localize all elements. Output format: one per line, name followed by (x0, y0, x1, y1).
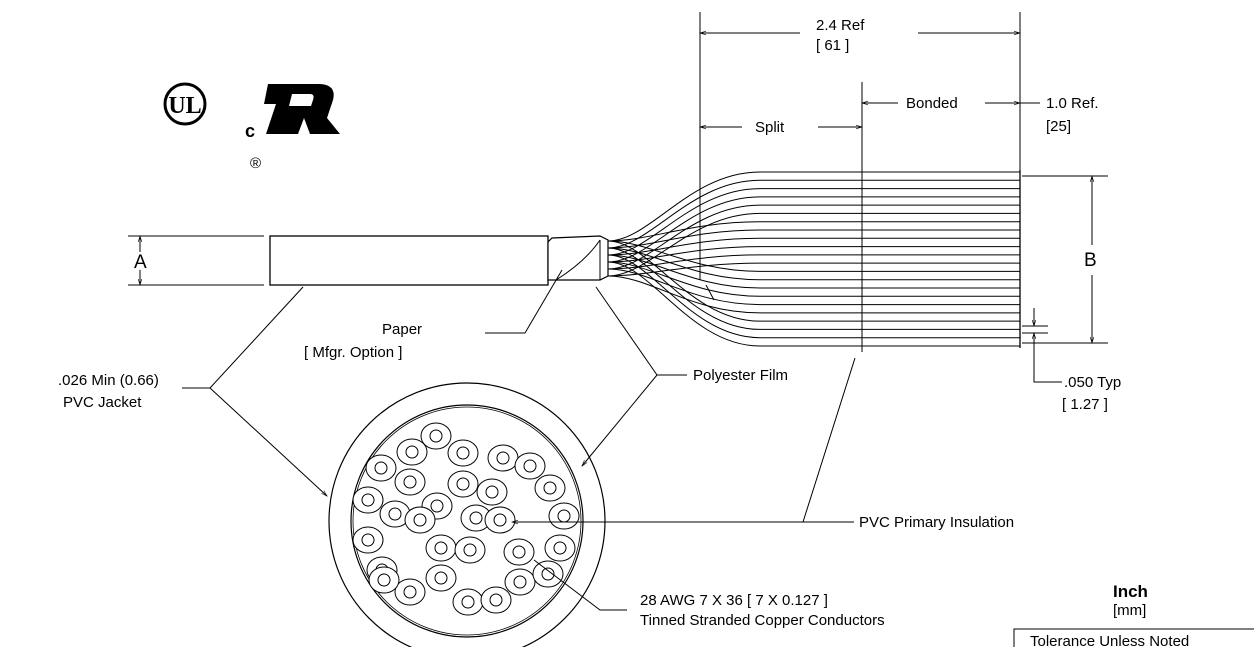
dimension-split: Split (698, 119, 864, 136)
svg-text:PVC Primary Insulation: PVC Primary Insulation (859, 514, 1014, 531)
conductor-core (456, 446, 470, 460)
svg-text:Polyester Film: Polyester Film (693, 367, 788, 384)
conductor-core (374, 461, 388, 475)
conductor-line (607, 221, 1020, 242)
conductor-core (557, 509, 571, 523)
conductor-core (388, 507, 402, 521)
conductor-core (430, 499, 444, 513)
conductor-core (429, 429, 443, 443)
conductor-line (607, 254, 1020, 339)
svg-text:1.0 Ref.: 1.0 Ref. (1046, 95, 1099, 112)
conductor-core (403, 585, 417, 599)
conductor-line (607, 240, 1020, 322)
conductor-core (469, 511, 483, 525)
dimension-a: A (134, 234, 147, 287)
dimension-pitch: .050 Typ [ 1.27 ] (1022, 308, 1121, 413)
conductor-line (607, 268, 1020, 306)
units-block: Inch [mm] Tolerance Unless Noted (1013, 582, 1254, 647)
cable-side-view (128, 170, 1021, 348)
svg-text:UL: UL (168, 93, 201, 119)
cable-cross-section (328, 382, 606, 647)
svg-text:.050 Typ: .050 Typ (1064, 374, 1121, 391)
conductor-core (523, 459, 537, 473)
conductor-line (607, 204, 1020, 270)
conductor-line (607, 246, 1020, 263)
svg-text:[ Mfgr. Option ]: [ Mfgr. Option ] (304, 344, 402, 361)
conductor-line (607, 275, 1020, 314)
ul-logo: UL (163, 82, 207, 126)
conductor-core (489, 593, 503, 607)
tolerance-box (1013, 628, 1254, 647)
conductor-core (461, 595, 475, 609)
conductor-core (485, 485, 499, 499)
svg-text:[mm]: [mm] (1113, 602, 1146, 619)
conductor-core (434, 541, 448, 555)
conductor-core (403, 475, 417, 489)
svg-text:.026 Min (0.66): .026 Min (0.66) (58, 372, 159, 389)
svg-text:Tinned Stranded Copper Conduct: Tinned Stranded Copper Conductors (640, 612, 885, 629)
conductor-core (493, 513, 507, 527)
conductor-core (543, 481, 557, 495)
conductor-core (512, 545, 526, 559)
conductor-core (413, 513, 427, 527)
conductor-core (456, 477, 470, 491)
callout-polyester: Polyester Film (581, 286, 788, 467)
svg-text:PVC Jacket: PVC Jacket (63, 394, 142, 411)
svg-text:28 AWG 7 X 36 [ 7 X 0.127 ]: 28 AWG 7 X 36 [ 7 X 0.127 ] (640, 592, 828, 609)
conductor-core (361, 493, 375, 507)
svg-text:Split: Split (755, 119, 785, 136)
svg-text:[25]: [25] (1046, 118, 1071, 135)
conductor-group (352, 422, 580, 616)
conductor-line (607, 229, 1020, 249)
conductor-core (434, 571, 448, 585)
cru-c-mark: c (245, 121, 255, 141)
conductor-core (553, 541, 567, 555)
callout-paper: Paper [ Mfgr. Option ] (304, 269, 563, 361)
conductor-line (607, 212, 1020, 277)
callout-conductor: 28 AWG 7 X 36 [ 7 X 0.127 ] Tinned Stran… (533, 559, 885, 629)
svg-text:2.4 Ref: 2.4 Ref (816, 17, 865, 34)
conductor-line (607, 262, 1020, 277)
svg-text:Inch: Inch (1113, 582, 1148, 601)
conductor-core (541, 567, 555, 581)
conductor-line (607, 254, 1020, 270)
conductor-core (496, 451, 510, 465)
conductor-line (607, 196, 1020, 263)
conductor-line (607, 240, 1020, 272)
conductor-line (607, 247, 1020, 330)
conductor-core (513, 575, 527, 589)
split-tick (705, 284, 715, 301)
pvc-jacket (269, 235, 549, 286)
svg-text:B: B (1084, 250, 1097, 271)
cru-logo: c ® (245, 84, 340, 172)
conductor-line (607, 171, 1020, 242)
svg-text:Paper: Paper (382, 321, 422, 338)
svg-text:[ 61 ]: [ 61 ] (816, 37, 849, 54)
registered-mark: ® (250, 155, 261, 172)
svg-text:A: A (134, 252, 147, 273)
conductor-core (405, 445, 419, 459)
dimension-overall: 2.4 Ref [ 61 ] (698, 12, 1022, 280)
conductor-core (361, 533, 375, 547)
svg-text:Tolerance Unless Noted: Tolerance Unless Noted (1030, 633, 1189, 647)
conductor-core (463, 543, 477, 557)
conductor-line (607, 237, 1020, 256)
dimension-bonded: Bonded 1.0 Ref. [25] (860, 82, 1099, 352)
conductor-fan (607, 171, 1020, 347)
conductor-line (607, 261, 1020, 347)
polyester-film-band (547, 235, 609, 281)
conductor-line (607, 247, 1020, 281)
conductor-core (377, 573, 391, 587)
dimension-b: B (1022, 174, 1108, 345)
callout-jacket: .026 Min (0.66) PVC Jacket (58, 286, 328, 497)
conductor-line (607, 254, 1020, 289)
callout-primary-insulation: PVC Primary Insulation (510, 357, 1014, 531)
svg-text:[ 1.27 ]: [ 1.27 ] (1062, 396, 1108, 413)
svg-text:Bonded: Bonded (906, 95, 958, 112)
conductor-line (607, 261, 1020, 297)
ru-mark (264, 84, 340, 134)
